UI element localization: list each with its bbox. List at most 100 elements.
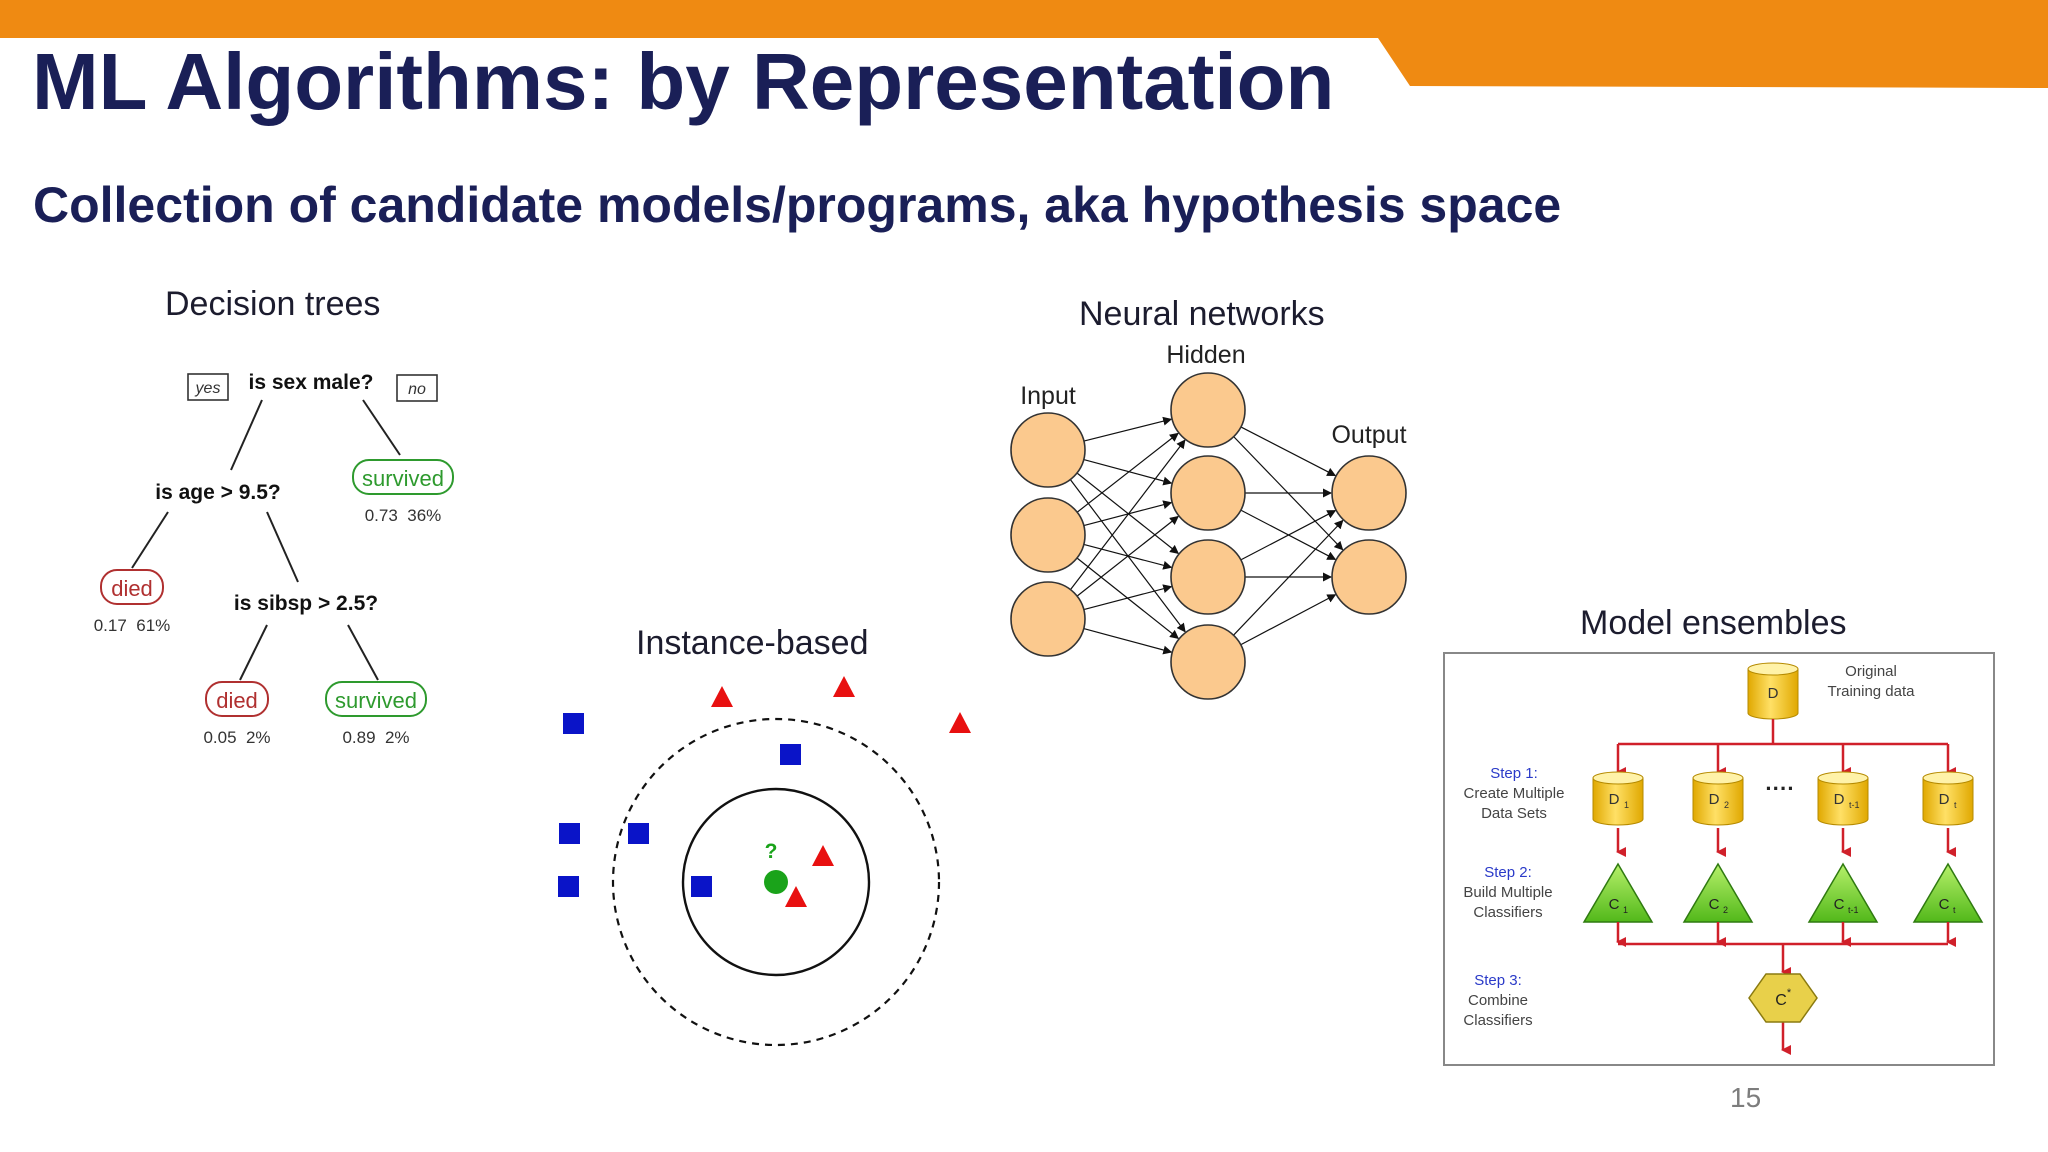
dataset-label: D <box>1939 791 1950 808</box>
leaf-survived-2-label: survived <box>335 688 417 713</box>
inner-neighborhood-circle <box>681 787 871 977</box>
classifier-subscript: 2 <box>1723 905 1728 915</box>
dataset-subscript: t <box>1954 800 1957 810</box>
square-point <box>780 744 801 765</box>
header-accent-band <box>0 0 2048 88</box>
dataset-cylinder <box>1922 771 1974 826</box>
dataset-subscript: 2 <box>1724 800 1729 810</box>
triangle-point <box>812 845 834 866</box>
classifier-subscript: t <box>1953 905 1956 915</box>
instance-based-diagram: ? <box>558 676 971 1047</box>
step3-line3: Classifiers <box>1463 1012 1532 1029</box>
nn-nodes <box>1010 372 1407 700</box>
triangle-point <box>711 686 733 707</box>
leaf-died-1-box <box>100 569 164 605</box>
yes-box <box>187 373 229 401</box>
original-label-1: Original <box>1845 663 1897 680</box>
leaf-survived-1-box <box>352 459 454 495</box>
hidden-node <box>1170 372 1246 448</box>
combined-classifier-hexagon <box>1748 973 1818 1023</box>
step2-line3: Classifiers <box>1473 904 1542 921</box>
original-d-label: D <box>1768 685 1779 702</box>
hidden-node <box>1170 455 1246 531</box>
leaf-died-1-stats: 0.17 61% <box>94 616 171 635</box>
question-sex: is sex male? <box>249 371 374 394</box>
nn-edge <box>1233 519 1344 636</box>
dataset-subscript: 1 <box>1624 800 1629 810</box>
input-node <box>1010 412 1086 488</box>
step2-line2: Build Multiple <box>1463 884 1552 901</box>
step1-line2: Create Multiple <box>1464 785 1565 802</box>
leaf-survived-2-stats: 0.89 2% <box>342 728 409 747</box>
nn-edge <box>1076 472 1180 554</box>
triangle-point <box>949 712 971 733</box>
hidden-node <box>1170 624 1246 700</box>
dataset-cylinder <box>1817 771 1869 826</box>
dataset-cylinder <box>1692 771 1744 826</box>
nn-edge <box>1240 594 1337 646</box>
dataset-label: D <box>1709 791 1720 808</box>
dataset-label: D <box>1609 791 1620 808</box>
model-ensembles-heading: Model ensembles <box>1580 604 1847 642</box>
input-node <box>1010 497 1086 573</box>
decision-tree-diagram: yes no is sex male? is age > 9.5? is sib… <box>94 371 454 747</box>
nn-edge <box>1083 628 1173 655</box>
nn-connections <box>1069 416 1344 655</box>
page-title: ML Algorithms: by Representation <box>32 37 1335 126</box>
question-sibsp: is sibsp > 2.5? <box>234 592 378 615</box>
dataset-label: D <box>1834 791 1845 808</box>
leaf-died-2-stats: 0.05 2% <box>203 728 270 747</box>
original-data-cylinder <box>1747 662 1799 720</box>
square-point <box>559 823 580 844</box>
decision-trees-heading: Decision trees <box>165 285 381 323</box>
step1-title: Step 1: <box>1490 765 1538 782</box>
combined-classifier-sup: * <box>1787 987 1792 999</box>
original-label-2: Training data <box>1828 683 1916 700</box>
step3-line2: Combine <box>1468 992 1528 1009</box>
no-box <box>396 374 438 402</box>
square-point <box>563 713 584 734</box>
square-point <box>691 876 712 897</box>
ensemble-flow-lines <box>1618 719 1948 1055</box>
nn-edge <box>1083 416 1173 442</box>
input-layer-label: Input <box>1020 382 1076 410</box>
triangle-point <box>833 676 855 697</box>
query-point <box>764 870 788 894</box>
combined-classifier-label: C <box>1775 992 1787 1009</box>
input-node <box>1010 581 1086 657</box>
classifier-subscript: t-1 <box>1848 905 1859 915</box>
leaf-died-2-label: died <box>216 688 258 713</box>
nn-edge <box>1076 432 1179 513</box>
model-ensembles-diagram: D Original Training data Step 1: Create … <box>1443 652 1995 1066</box>
page-number: 15 <box>1730 1082 1762 1113</box>
nn-edge <box>1083 500 1173 527</box>
no-label: no <box>408 381 426 398</box>
leaf-died-2-box <box>205 681 269 717</box>
yes-label: yes <box>195 380 221 397</box>
dataset-cylinder <box>1592 771 1644 826</box>
query-label: ? <box>765 840 778 863</box>
classifier-label: C <box>1709 896 1720 913</box>
hidden-layer-label: Hidden <box>1166 341 1245 369</box>
classifier-label: C <box>1609 896 1620 913</box>
instance-based-heading: Instance-based <box>636 624 869 662</box>
page-subtitle: Collection of candidate models/programs,… <box>33 177 1562 233</box>
nn-edge <box>1083 584 1173 611</box>
step3-title: Step 3: <box>1474 972 1522 989</box>
output-layer-label: Output <box>1331 421 1406 449</box>
nn-edge <box>1076 515 1179 597</box>
leaf-survived-2-box <box>325 681 427 717</box>
neural-networks-heading: Neural networks <box>1079 295 1325 333</box>
ensembles-frame <box>1443 652 1995 1066</box>
nn-edge <box>1240 510 1337 561</box>
triangle-point <box>785 886 807 907</box>
hidden-node <box>1170 539 1246 615</box>
step1-line3: Data Sets <box>1481 805 1547 822</box>
step2-title: Step 2: <box>1484 864 1532 881</box>
classifier-subscript: 1 <box>1623 905 1628 915</box>
output-node <box>1331 455 1407 531</box>
classifier-label: C <box>1834 896 1845 913</box>
dataset-subscript: t-1 <box>1849 800 1860 810</box>
nn-edge <box>1240 426 1337 477</box>
